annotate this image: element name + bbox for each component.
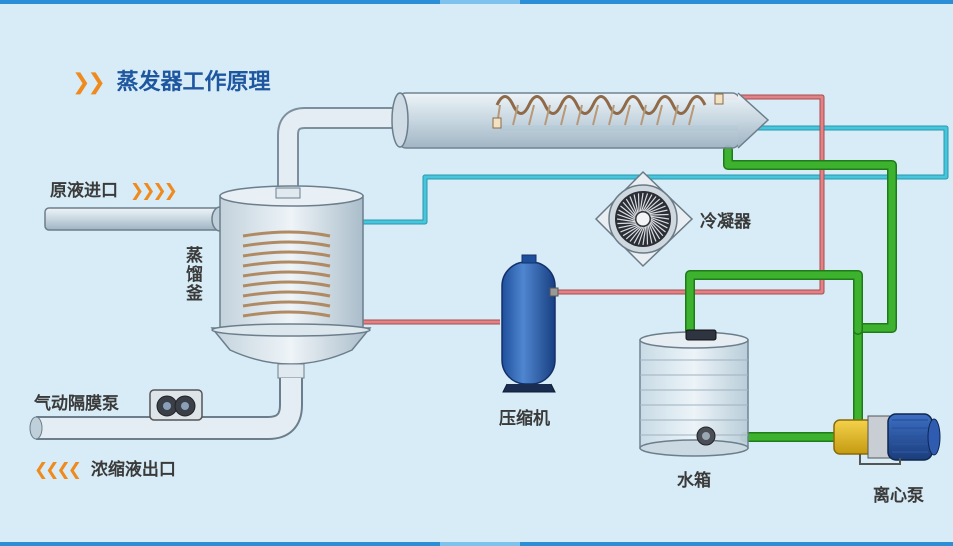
bottom-accent-highlight xyxy=(440,542,520,546)
distillation-still xyxy=(210,185,372,379)
cooling-water-line xyxy=(685,145,897,442)
air-diaphragm-pump xyxy=(149,389,203,421)
vapor-pipe xyxy=(277,107,400,192)
raw-inlet-pipe xyxy=(44,206,229,232)
centrifugal-pump-label: 离心泵 xyxy=(873,486,924,506)
page-title: ❯❯ 蒸发器工作原理 xyxy=(72,70,271,95)
refrigerant-cold-line xyxy=(240,125,949,225)
compressor-label: 压缩机 xyxy=(499,409,550,429)
concentrate-outlet-label: ❮❮❮❮ 浓缩液出口 xyxy=(34,460,176,480)
raw-inlet-label: 原液进口 ❯❯❯❯ xyxy=(50,181,178,201)
top-accent-highlight xyxy=(440,0,520,4)
air-pump-label: 气动隔膜泵 xyxy=(34,394,119,414)
condenser-label: 冷凝器 xyxy=(700,212,751,232)
centrifugal-pump xyxy=(833,413,941,465)
still-label: 蒸馏釜 xyxy=(182,246,202,303)
concentrate-outlet-arrows-icon: ❮❮❮❮ xyxy=(34,460,82,480)
condenser-fan xyxy=(594,170,694,268)
double-chevron-right-icon: ❯❯ xyxy=(72,70,106,95)
condenser-tube xyxy=(391,92,770,149)
water-tank-label: 水箱 xyxy=(677,471,711,491)
compressor xyxy=(501,254,559,393)
water-tank xyxy=(639,329,749,457)
raw-inlet-arrows-icon: ❯❯❯❯ xyxy=(129,181,178,201)
concentrate-outlet-pipe xyxy=(29,378,303,440)
